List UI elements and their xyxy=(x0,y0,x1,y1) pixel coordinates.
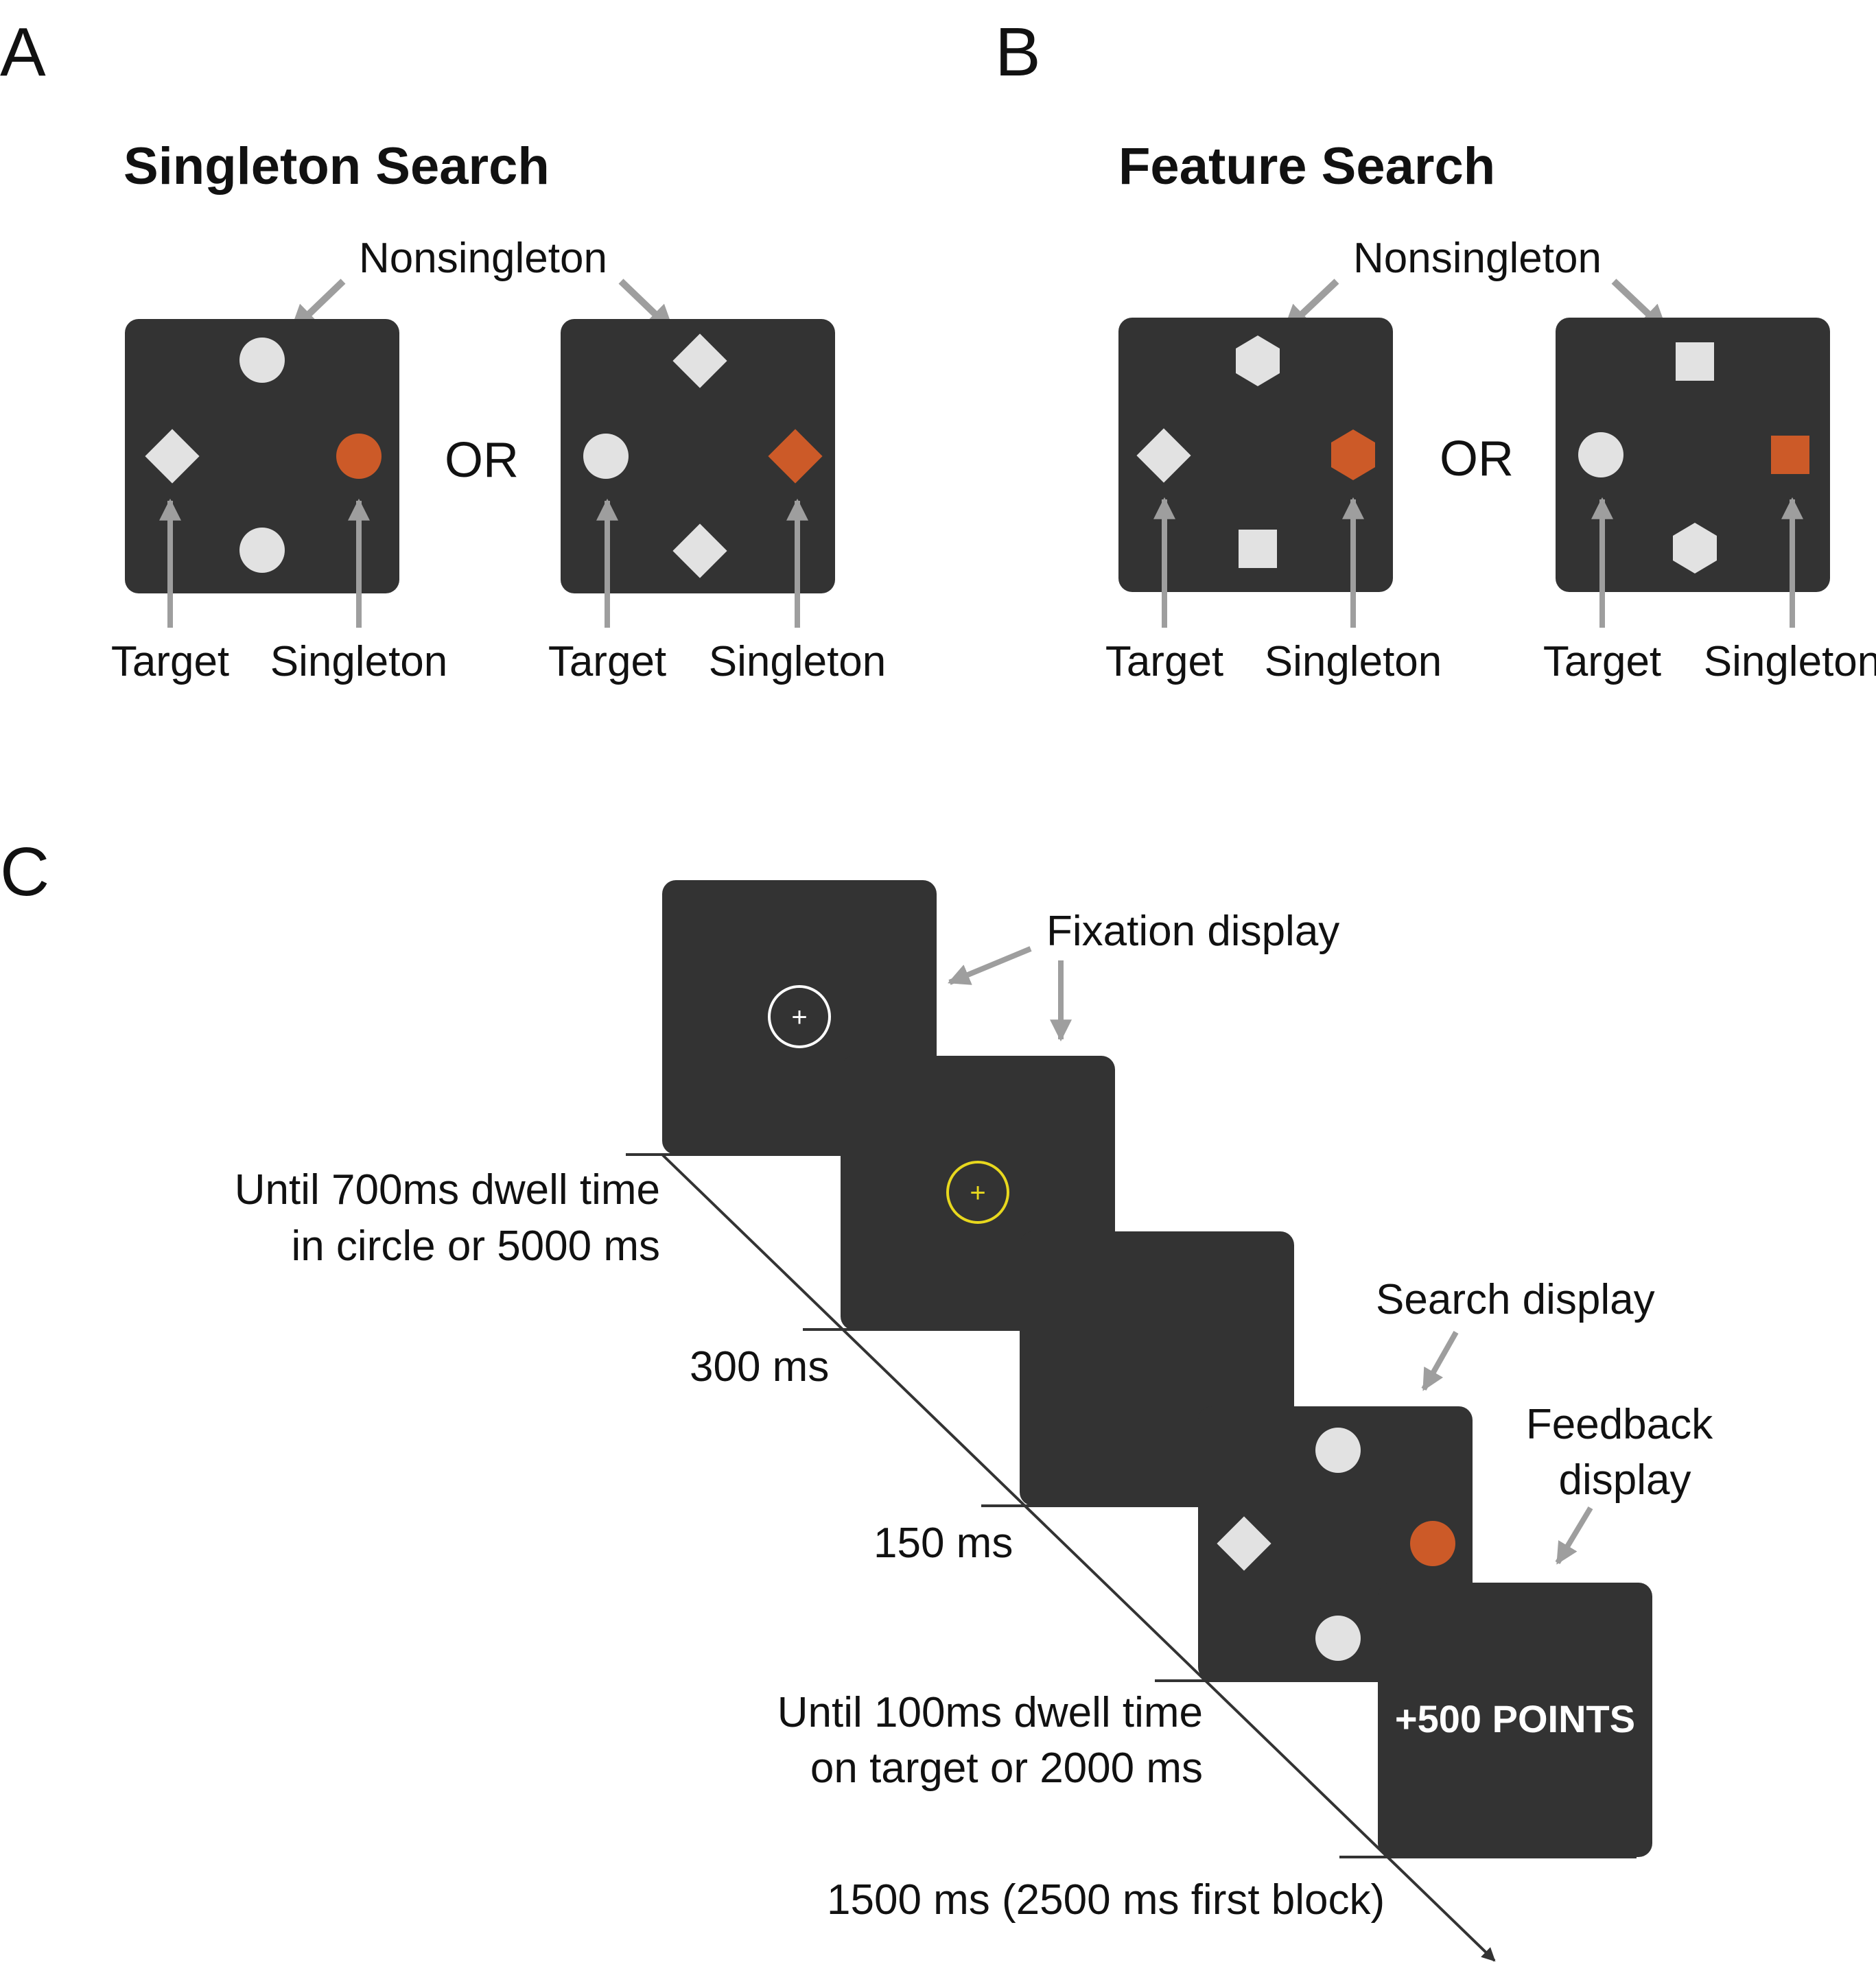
stimulus-hexagon xyxy=(1236,335,1280,386)
singleton-label: Singleton xyxy=(709,638,887,685)
fixation-timing-line1: Until 700ms dwell time xyxy=(235,1166,660,1214)
singleton-circle xyxy=(1410,1521,1455,1566)
panel-c-letter: C xyxy=(0,834,49,910)
search-display xyxy=(561,319,835,593)
target-label: Target xyxy=(548,638,666,685)
display-background xyxy=(125,319,399,593)
search-display-label: Search display xyxy=(1376,1276,1655,1323)
feedback-display: +500 POINTS xyxy=(1378,1583,1652,1857)
stimulus-circle xyxy=(239,338,285,383)
stimulus-diamond xyxy=(1136,428,1191,483)
fixation-cross: + xyxy=(970,1178,985,1208)
fixation-display-label: Fixation display xyxy=(1046,908,1339,955)
panel-a: A Singleton Search Nonsingleton OR Targe… xyxy=(0,14,886,685)
fixation-circle xyxy=(946,1161,1009,1224)
singleton-label: Singleton xyxy=(1265,638,1442,685)
singleton-circle xyxy=(336,434,382,479)
stimulus-circle xyxy=(239,528,285,573)
panel-c: C + + +500 POINTS xyxy=(0,834,1713,1962)
feedback-points-text: +500 POINTS xyxy=(1395,1697,1635,1740)
target-label: Target xyxy=(1543,638,1661,685)
blank-timing: 150 ms xyxy=(873,1520,1013,1567)
panel-b-letter: B xyxy=(995,14,1041,91)
search-timing-line1: Until 100ms dwell time xyxy=(777,1689,1203,1736)
stimulus-hexagon xyxy=(1673,523,1717,574)
display-background xyxy=(1378,1583,1652,1857)
or-label: OR xyxy=(1440,432,1514,486)
stimulus-circle xyxy=(1315,1616,1361,1661)
stimulus-diamond xyxy=(1217,1516,1271,1571)
stimulus-diamond xyxy=(672,523,727,578)
panel-a-title: Singleton Search xyxy=(124,137,550,196)
panel-b-nonsingleton-label: Nonsingleton xyxy=(1353,235,1602,282)
singleton-hexagon xyxy=(1331,429,1375,480)
stimulus-square xyxy=(1239,530,1277,568)
singleton-square xyxy=(1771,436,1809,474)
feedback-display-label-line1: Feedback xyxy=(1526,1401,1713,1448)
target-label: Target xyxy=(111,638,229,685)
search-display xyxy=(125,319,399,593)
timeline-arrow xyxy=(661,1153,1496,1962)
search-arrow xyxy=(1421,1331,1459,1391)
panel-a-letter: A xyxy=(0,14,46,91)
fixation-arrow xyxy=(948,946,1032,985)
or-label: OR xyxy=(445,433,519,488)
panel-b-title: Feature Search xyxy=(1118,137,1495,196)
display-background xyxy=(561,319,835,593)
target-label: Target xyxy=(1105,638,1223,685)
singleton-label: Singleton xyxy=(1704,638,1876,685)
search-display xyxy=(1556,318,1830,592)
stimulus-diamond xyxy=(672,333,727,388)
search-timing-line2: on target or 2000 ms xyxy=(810,1745,1203,1792)
feedback-arrow xyxy=(1555,1506,1593,1565)
stimulus-circle xyxy=(1315,1428,1361,1473)
stimulus-circle xyxy=(1578,432,1623,477)
panel-a-nonsingleton-label: Nonsingleton xyxy=(359,235,607,282)
search-display xyxy=(1118,318,1393,592)
feedback-timing: 1500 ms (2500 ms first block) xyxy=(827,1876,1385,1924)
panel-b: B Feature Search Nonsingleton OR Target … xyxy=(995,14,1876,685)
fixation-circle xyxy=(768,985,831,1048)
display-background xyxy=(1556,318,1830,592)
singleton-label: Singleton xyxy=(270,638,448,685)
singleton-diamond xyxy=(768,429,823,484)
fixation-cross: + xyxy=(791,1002,807,1032)
feedback-display-label-line2: display xyxy=(1559,1456,1691,1504)
stimulus-square xyxy=(1676,342,1714,381)
fixation-timing-line2: in circle or 5000 ms xyxy=(291,1222,660,1270)
display-background xyxy=(1118,318,1393,592)
fixation-confirm-timing: 300 ms xyxy=(690,1343,829,1391)
stimulus-circle xyxy=(583,434,629,479)
